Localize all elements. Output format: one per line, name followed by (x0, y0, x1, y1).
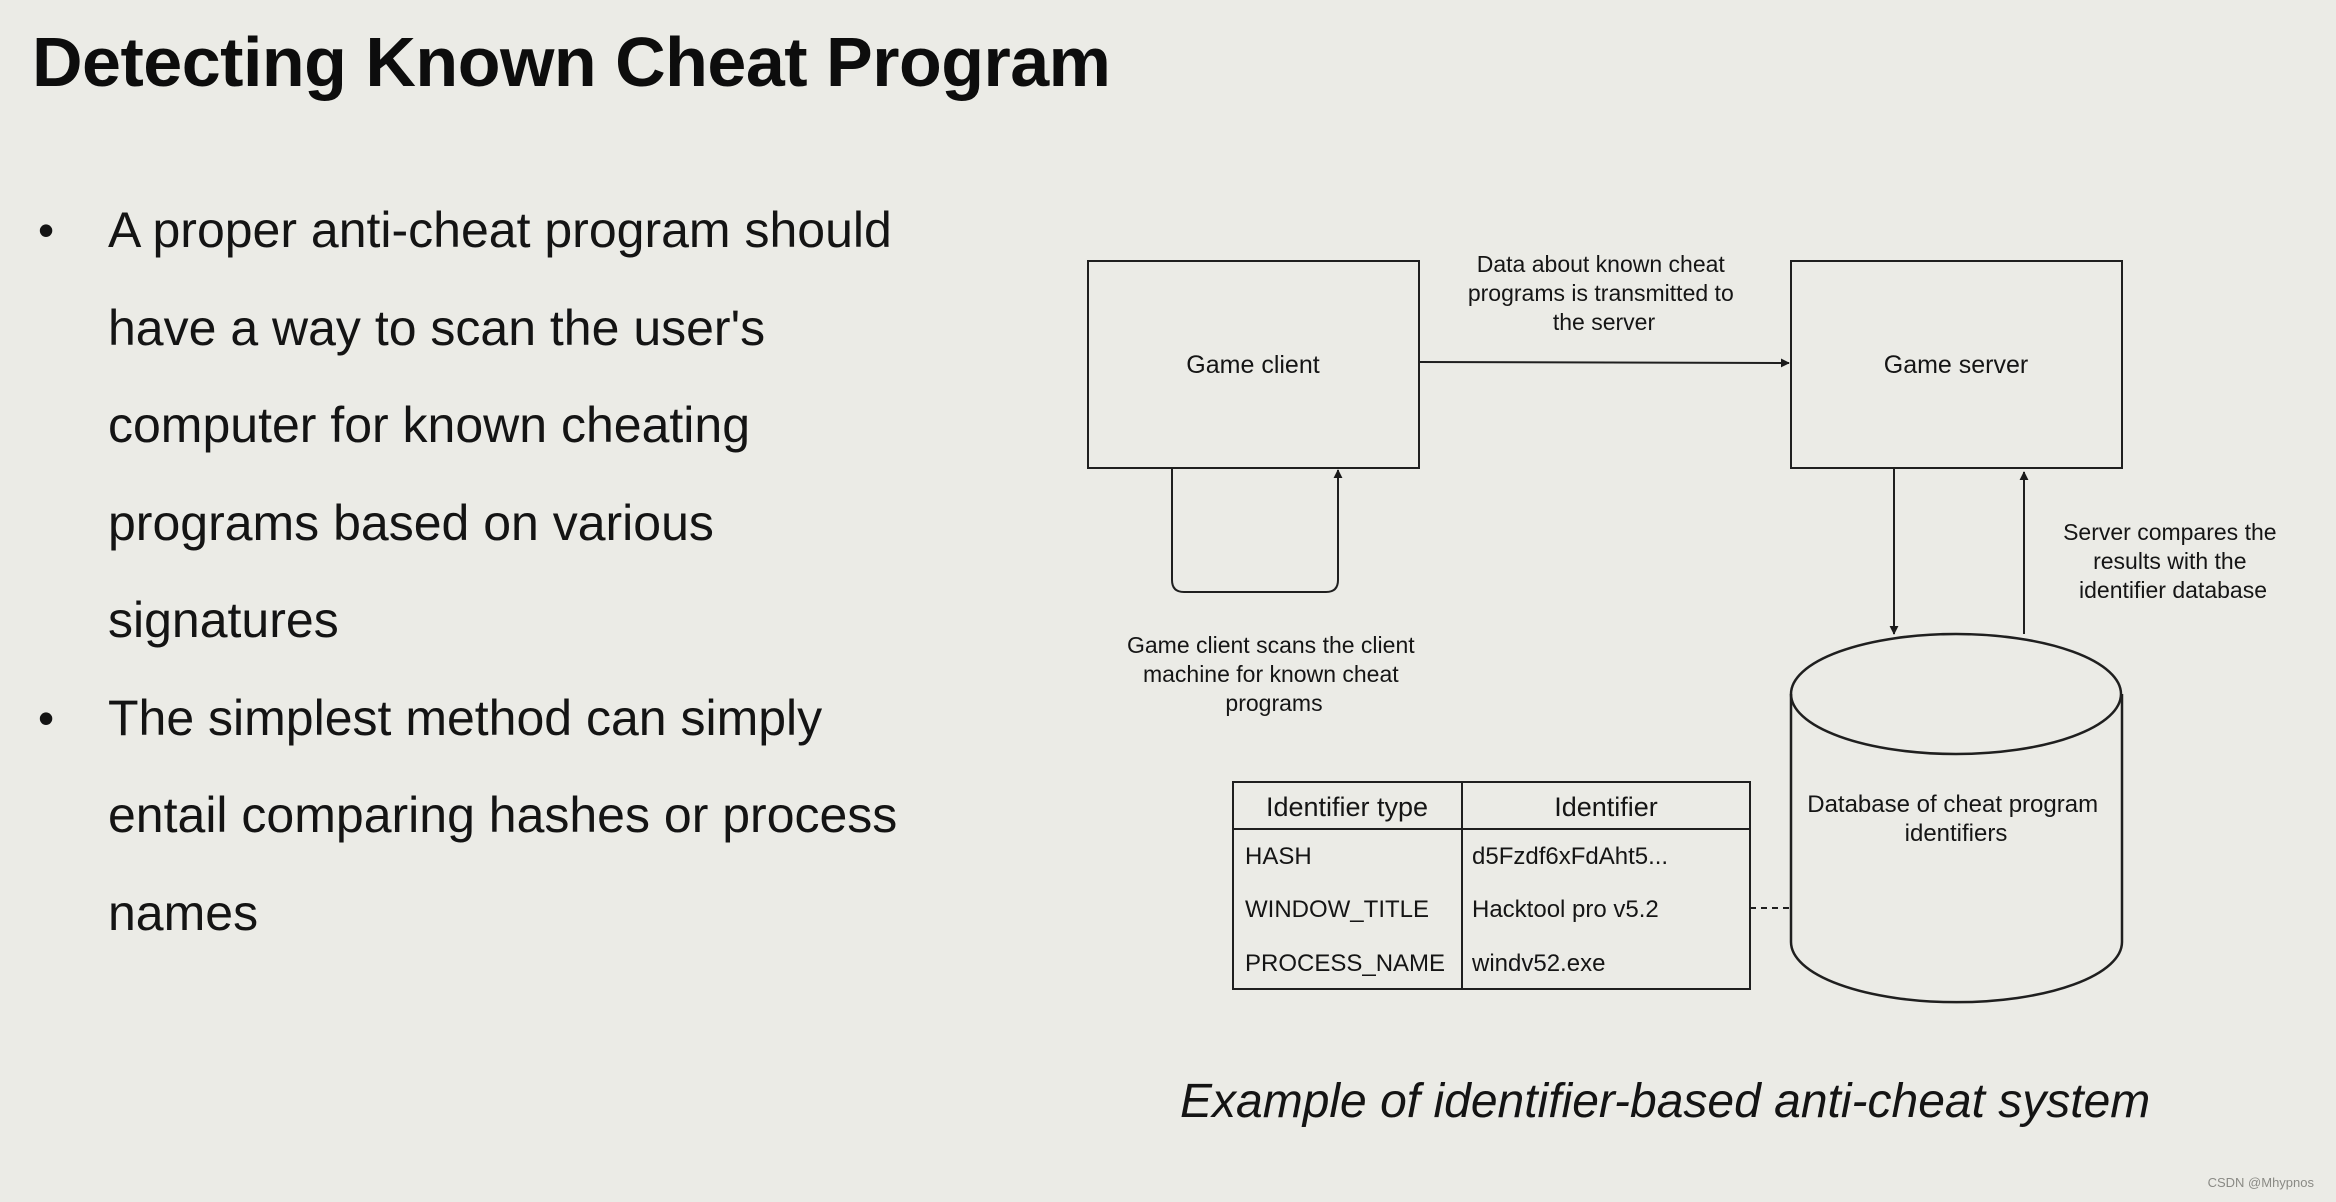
bullet-list: • A proper anti-cheat program should hav… (30, 182, 1030, 962)
identifier-table (1232, 781, 1751, 990)
database-cylinder (1789, 632, 2124, 1004)
compare-note-line: results with the (2093, 548, 2246, 574)
compare-note-line: Server compares the (2063, 519, 2276, 545)
database-label-line: Database of cheat program (1807, 791, 2098, 818)
table-cell: HASH (1245, 843, 1312, 870)
bullet-line: entail comparing hashes or process (108, 787, 898, 843)
table-cell: Hacktool pro v5.2 (1472, 896, 1659, 923)
diagram-caption: Example of identifier-based anti-cheat s… (1180, 1075, 2151, 1128)
transmit-note: Data about known cheat programs is trans… (1468, 251, 1740, 335)
scan-note: Game client scans the client machine for… (1127, 632, 1421, 716)
compare-note-line: identifier database (2079, 577, 2267, 603)
bullet-dot-icon: • (38, 204, 55, 256)
database-label: Database of cheat program identifiers (1807, 791, 2105, 847)
scan-note-line: Game client scans the client (1127, 632, 1415, 658)
table-cell: windv52.exe (1471, 950, 1605, 977)
table-cell: WINDOW_TITLE (1245, 896, 1429, 923)
game-server-box (1790, 260, 2123, 469)
bullet-line: The simplest method can simply (108, 689, 823, 746)
game-server-label: Game server (1884, 351, 2028, 379)
bullet-line: names (108, 884, 259, 941)
transmit-note-line: Data about known cheat (1477, 251, 1726, 277)
bullet-line: signatures (108, 592, 339, 648)
table-cell: d5Fzdf6xFdAht5... (1472, 843, 1668, 870)
table-header-identifier: Identifier (1554, 792, 1658, 822)
game-client-box (1087, 260, 1420, 469)
transmit-arrow (1418, 358, 1790, 368)
game-client-label: Game client (1186, 351, 1319, 379)
bullet-line: computer for known cheating (108, 397, 751, 453)
slide-title: Detecting Known Cheat Program (32, 23, 1111, 101)
table-header-type: Identifier type (1266, 792, 1428, 822)
transmit-note-line: the server (1553, 309, 1656, 335)
table-row: HASH d5Fzdf6xFdAht5... (1245, 843, 1668, 870)
bullet-line: programs based on various (108, 494, 714, 551)
watermark: CSDN @Mhypnos (2207, 1175, 2314, 1190)
bullet-item: • The simplest method can simply entail … (30, 670, 1030, 963)
compare-note: Server compares the results with the ide… (2063, 519, 2283, 603)
table-cell: PROCESS_NAME (1245, 950, 1445, 977)
scan-note-line: programs (1225, 690, 1322, 716)
database-label-line: identifiers (1905, 820, 2008, 847)
table-row: WINDOW_TITLE Hacktool pro v5.2 (1245, 896, 1659, 923)
bullet-item: • A proper anti-cheat program should hav… (30, 182, 1030, 670)
scan-note-line: machine for known cheat (1143, 661, 1399, 687)
bullet-dot-icon: • (38, 691, 55, 744)
transmit-note-line: programs is transmitted to (1468, 280, 1734, 306)
bullet-line: have a way to scan the user's (108, 299, 766, 356)
table-row: PROCESS_NAME windv52.exe (1245, 950, 1605, 977)
bullet-line: A proper anti-cheat program should (108, 202, 892, 258)
scan-loop-arrow (1171, 468, 1343, 593)
